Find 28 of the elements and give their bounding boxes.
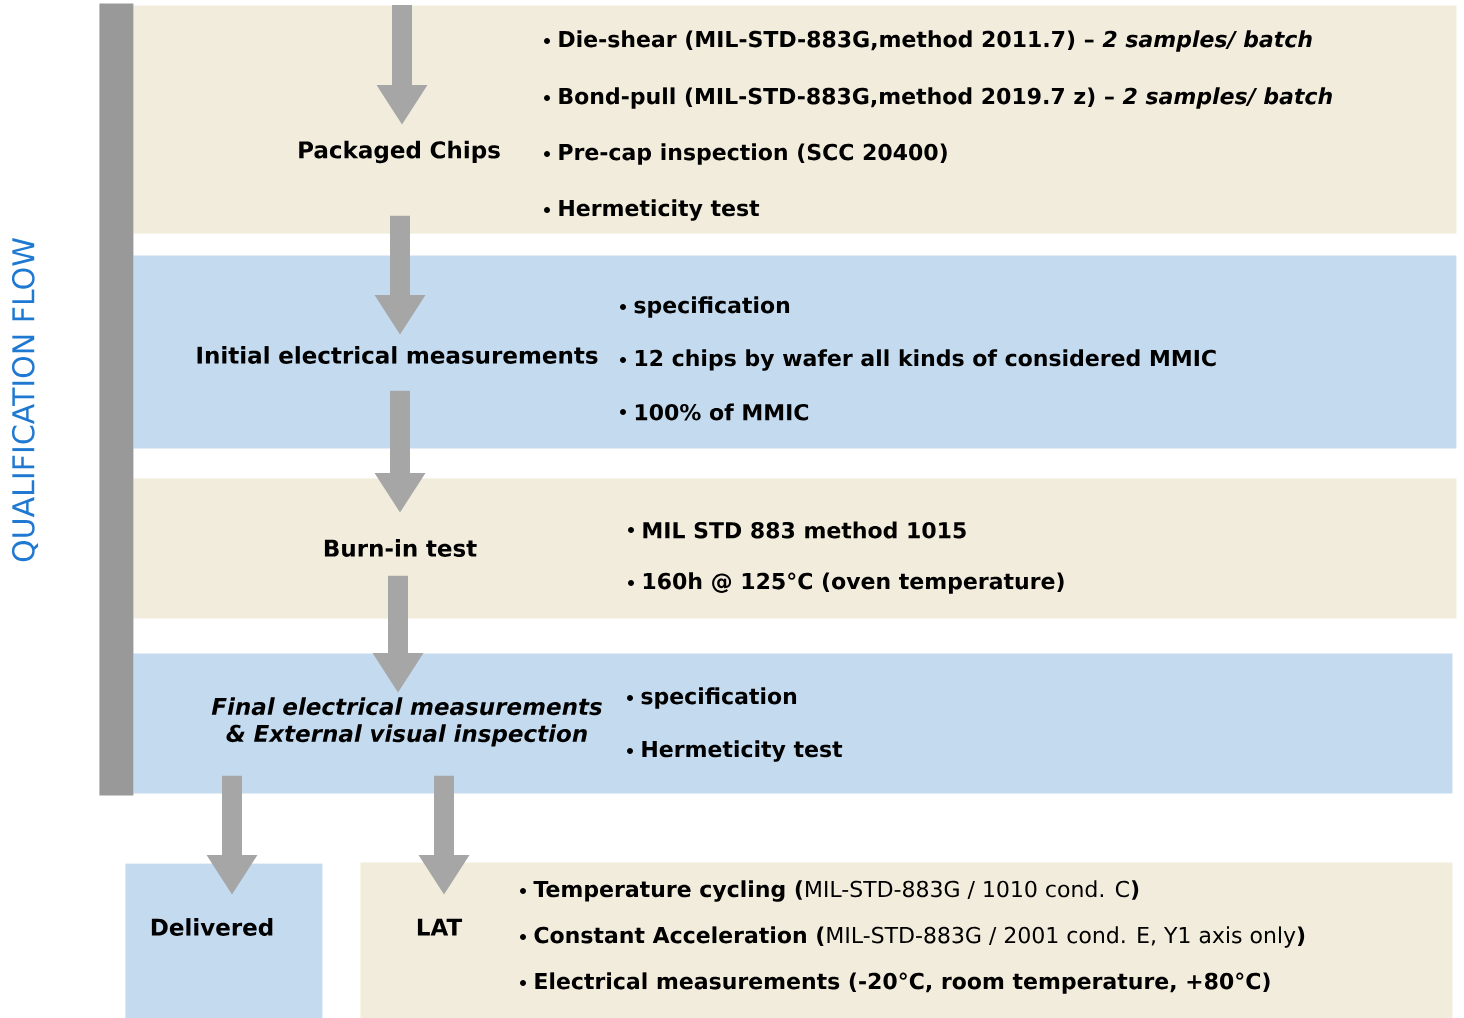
stage-band xyxy=(125,863,323,1018)
bullet-item: Temperature cycling (MIL-STD-883G / 1010 cond. C) xyxy=(520,880,1139,902)
bullet-item: specification xyxy=(620,296,790,318)
stage-band xyxy=(133,478,1457,619)
bullet-item: Die-shear (MIL-STD-883G,method 2011.7) – 2 samples/ batch xyxy=(544,30,1312,52)
stage-label: LAT xyxy=(417,918,463,936)
bullet-item: MIL STD 883 method 1015 xyxy=(628,521,966,539)
bullet-item: Constant Acceleration (MIL-STD-883G / 2001 cond. E, Y1 axis only) xyxy=(520,926,1305,948)
bullet-item: 100% of MMIC xyxy=(620,403,809,421)
bullet-item: specification xyxy=(627,687,797,709)
bullet-item: Electrical measurements (-20°C, room temperature, +80°C) xyxy=(520,972,1270,994)
bullet-item: Hermeticity test xyxy=(544,199,760,221)
bullet-item: Pre-cap inspection (SCC 20400) xyxy=(544,143,947,165)
stage-label: Packaged Chips xyxy=(299,140,500,164)
bullet-item: Hermeticity test xyxy=(627,740,843,762)
stage-label: Initial electrical measurements xyxy=(197,346,598,364)
vertical-title: QUALIFICATION FLOW xyxy=(11,238,39,562)
bullet-item: Bond-pull (MIL-STD-883G,method 2019.7 z) – 2 samples/ batch xyxy=(544,87,1332,109)
stage-band xyxy=(133,5,1457,234)
stage-label: Delivered xyxy=(151,918,273,936)
stage-band xyxy=(133,653,1453,794)
bullet-item: 160h @ 125°C (oven temperature) xyxy=(628,572,1064,594)
stage-band xyxy=(133,255,1457,449)
stage-label: Final electrical measurements & External visual inspection xyxy=(211,697,602,747)
bullet-item: 12 chips by wafer all kinds of considered MMIC xyxy=(620,349,1216,371)
stage-label: Burn-in test xyxy=(324,539,477,557)
stage-band xyxy=(360,862,1453,1018)
side-bar xyxy=(99,3,134,796)
